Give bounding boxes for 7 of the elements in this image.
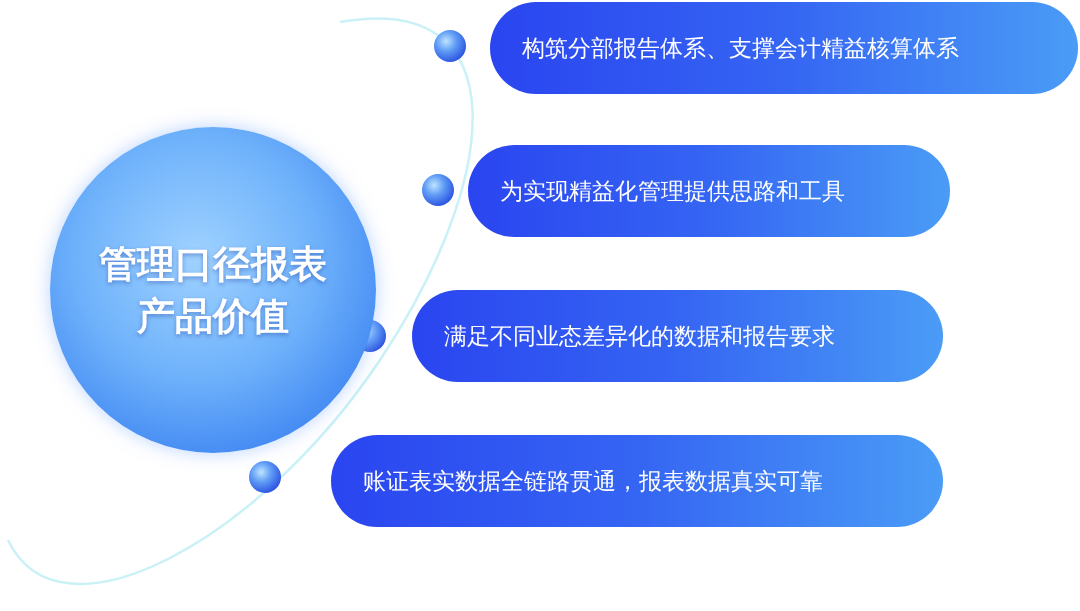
title-text: 管理口径报表产品价值 <box>98 241 328 340</box>
value-text: 账证表实数据全链路贯通，报表数据真实可靠 <box>363 466 823 496</box>
value-text: 为实现精益化管理提供思路和工具 <box>500 176 845 206</box>
value-pill <box>412 290 943 382</box>
value-text: 满足不同业态差异化的数据和报告要求 <box>444 321 835 351</box>
value-text: 构筑分部报告体系、支撑会计精益核算体系 <box>522 33 959 63</box>
value-pill <box>468 145 950 237</box>
